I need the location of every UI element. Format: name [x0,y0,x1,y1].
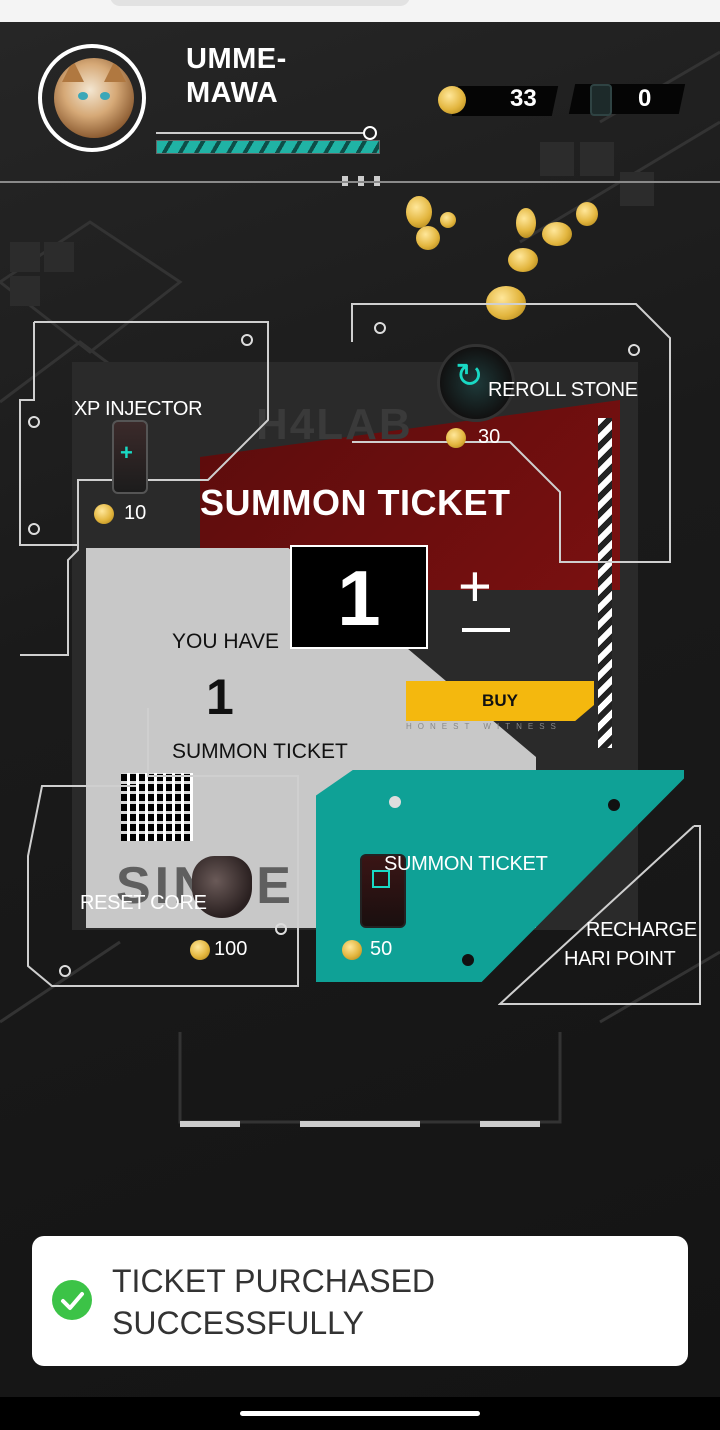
frame-rivet [28,523,40,535]
hazard-stripes [598,418,612,748]
reroll-stone-price: 30 [478,426,501,448]
recharge-label-line1: RECHARGE [586,919,697,941]
qr-code-overlay [121,773,193,841]
coin-icon [190,940,210,960]
falling-coin-icon [516,208,536,238]
quantity-box [290,545,428,649]
increase-button[interactable]: + [458,554,492,619]
avatar[interactable] [54,58,134,138]
reset-core-frame[interactable] [26,706,302,990]
owned-item-label: SUMMON TICKET [172,740,348,763]
frame-rivet [28,416,40,428]
recharge-frame[interactable] [498,824,704,1008]
coin-icon [438,86,466,114]
checkmark-glyph-icon [61,1292,84,1310]
home-indicator[interactable] [240,1411,480,1416]
header-divider [0,181,720,183]
frame-rivet [462,954,474,966]
check-icon [52,1280,92,1320]
falling-coin-icon [440,212,456,228]
reset-core-label: RESET CORE [80,892,207,914]
owned-count: 1 [206,669,234,725]
xp-injector-price: 10 [124,502,147,524]
status-bar [0,0,720,22]
quantity-value: 1 [337,554,381,642]
xp-injector-label: XP INJECTOR [74,398,203,420]
falling-coin-icon [508,248,538,272]
reroll-stone-label: REROLL STONE [488,379,638,401]
decrease-button[interactable] [462,628,510,632]
falling-coin-icon [542,222,572,246]
summon-ticket-label: SUMMON TICKET [384,853,548,875]
frame-rivet [628,344,640,356]
reroll-stone-frame[interactable] [350,302,674,566]
ticket-count: 0 [638,85,652,112]
watermark-top: H4LAB [256,400,413,449]
frame-rivet [374,322,386,334]
reset-core-price: 100 [214,938,248,960]
toast-line2: SUCCESSFULLY [112,1305,364,1341]
ticket-icon [590,84,612,116]
coin-icon [342,940,362,960]
toast-message: TICKET PURCHASED SUCCESSFULLY [112,1260,532,1344]
summon-ticket-price: 50 [370,938,393,960]
buy-subtitle: HONEST WITNESS [406,722,562,731]
frame-rivet [241,334,253,346]
shop-title: SUMMON TICKET [200,482,511,523]
system-nav-bar [0,1397,720,1430]
toast-line1: TICKET PURCHASED [112,1263,436,1299]
player-name: UMME-MAWA [186,43,287,109]
success-toast [32,1236,688,1366]
xp-knob [363,126,377,140]
refresh-icon: ↻ [455,357,484,395]
xp-bar [156,140,380,154]
reroll-stone-icon [437,344,515,422]
xp-track [156,132,370,134]
frame-rivet [389,796,401,808]
plus-glyph-icon: + [120,440,133,465]
ticket-screen-icon [372,870,390,888]
coin-icon [446,428,466,448]
falling-coin-icon [576,202,598,226]
frame-rivet [59,965,71,977]
ticket-counter-bg [568,84,686,114]
avatar-ring[interactable] [38,44,146,152]
recharge-label-line2: HARI POINT [564,948,676,970]
falling-coin-icon [416,226,440,250]
frame-rivet [275,923,287,935]
xp-injector-frame[interactable] [18,320,274,660]
address-pill [110,0,410,6]
heart-core-icon [192,856,252,918]
falling-coin-icon [406,196,432,228]
you-have-label: YOU HAVE [172,630,279,653]
coin-count: 33 [510,85,537,112]
buy-button[interactable]: BUY [406,681,594,721]
coin-counter-bg [451,86,559,116]
xp-injector-icon [112,420,148,494]
summon-ticket-icon [360,854,406,928]
frame-rivet [608,799,620,811]
coin-icon [94,504,114,524]
